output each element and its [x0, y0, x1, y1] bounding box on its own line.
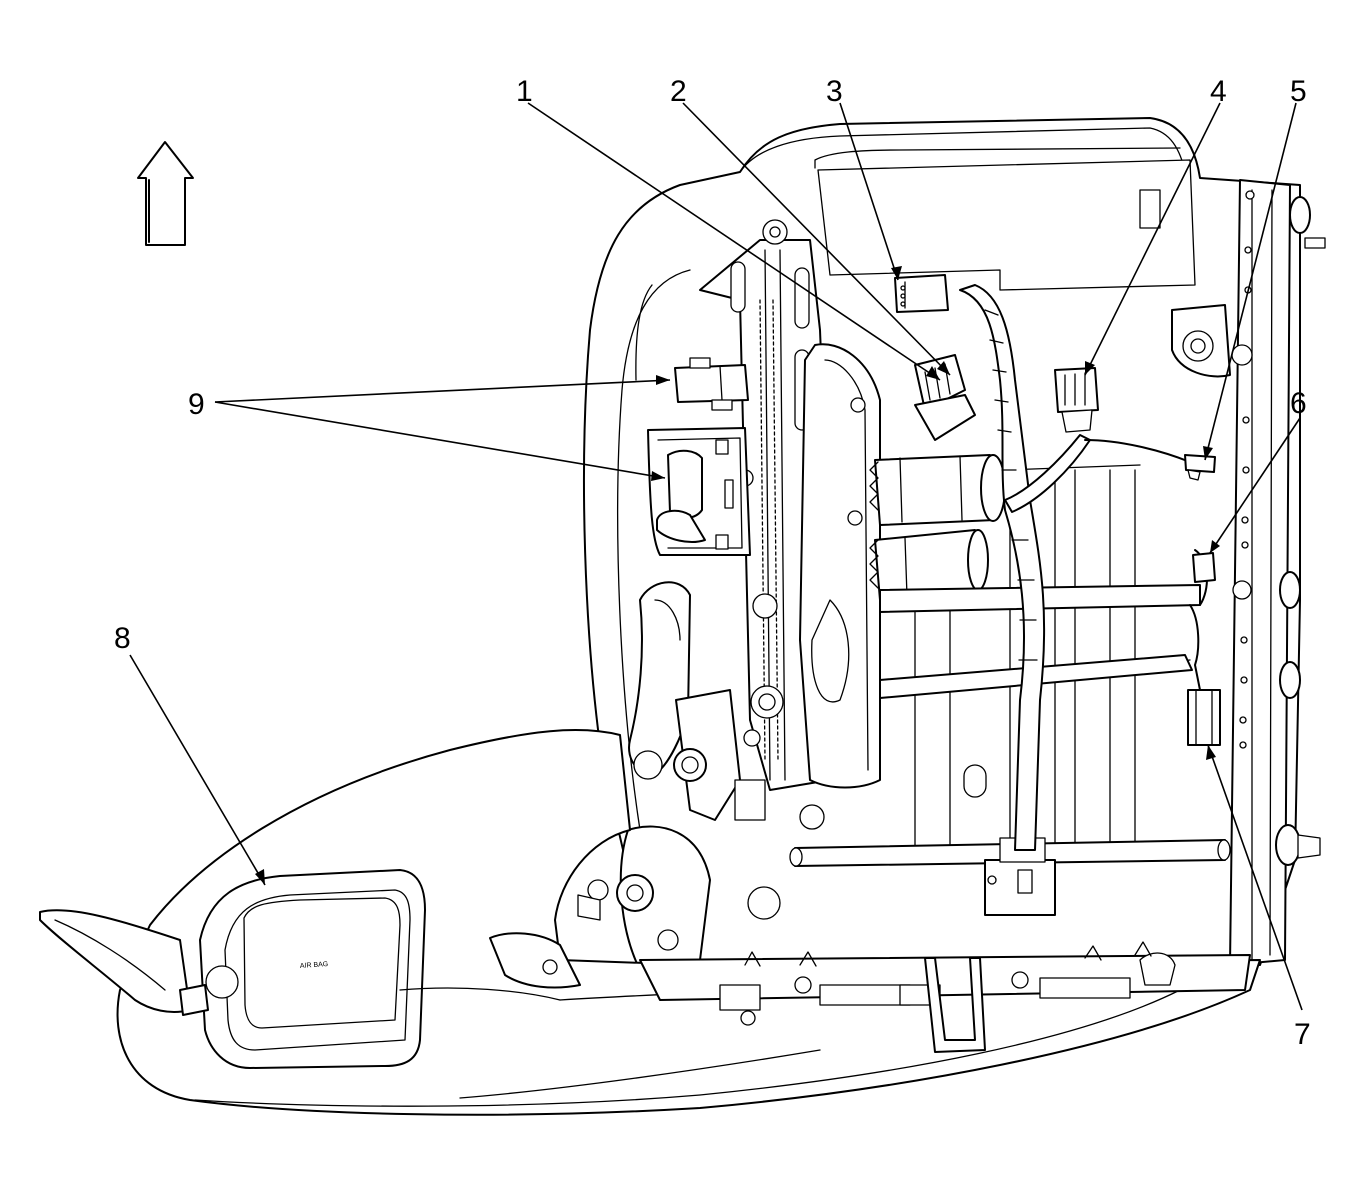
- seat-back-motor-assembly: [799, 343, 1006, 789]
- wiring-harness: [959, 284, 1208, 851]
- callout-5: 5: [1290, 75, 1307, 108]
- connector-6-body: [1192, 552, 1216, 583]
- airbag-label: AIR BAG: [300, 961, 329, 970]
- callout-7: 7: [1294, 1018, 1311, 1051]
- seat-adjuster-switch: [647, 357, 751, 556]
- callout-6: 6: [1290, 387, 1307, 420]
- callout-labels: 1 2 3 4 5 6 7 8 9: [114, 75, 1311, 1051]
- connector-4-body: [1054, 367, 1099, 433]
- recliner-gear: [577, 689, 766, 971]
- callout-1: 1: [516, 75, 533, 108]
- leader-lines: [129, 102, 1303, 1011]
- seat-base-frame: [639, 941, 1251, 1053]
- right-side-frame: [1229, 179, 1326, 966]
- up-arrow-icon: [137, 141, 194, 246]
- lumbar-rods: [789, 584, 1231, 916]
- callout-2: 2: [670, 75, 687, 108]
- callout-3: 3: [826, 75, 843, 108]
- recliner-handle: [628, 581, 691, 780]
- connector-3-body: [894, 274, 949, 313]
- upper-right-bracket: [1139, 189, 1231, 378]
- callout-8: 8: [114, 622, 131, 655]
- callout-4: 4: [1210, 75, 1227, 108]
- harness-connector: [914, 354, 976, 441]
- connector-7-body: [1187, 689, 1221, 746]
- callout-9: 9: [188, 388, 205, 421]
- connector-5-body: [1184, 454, 1216, 481]
